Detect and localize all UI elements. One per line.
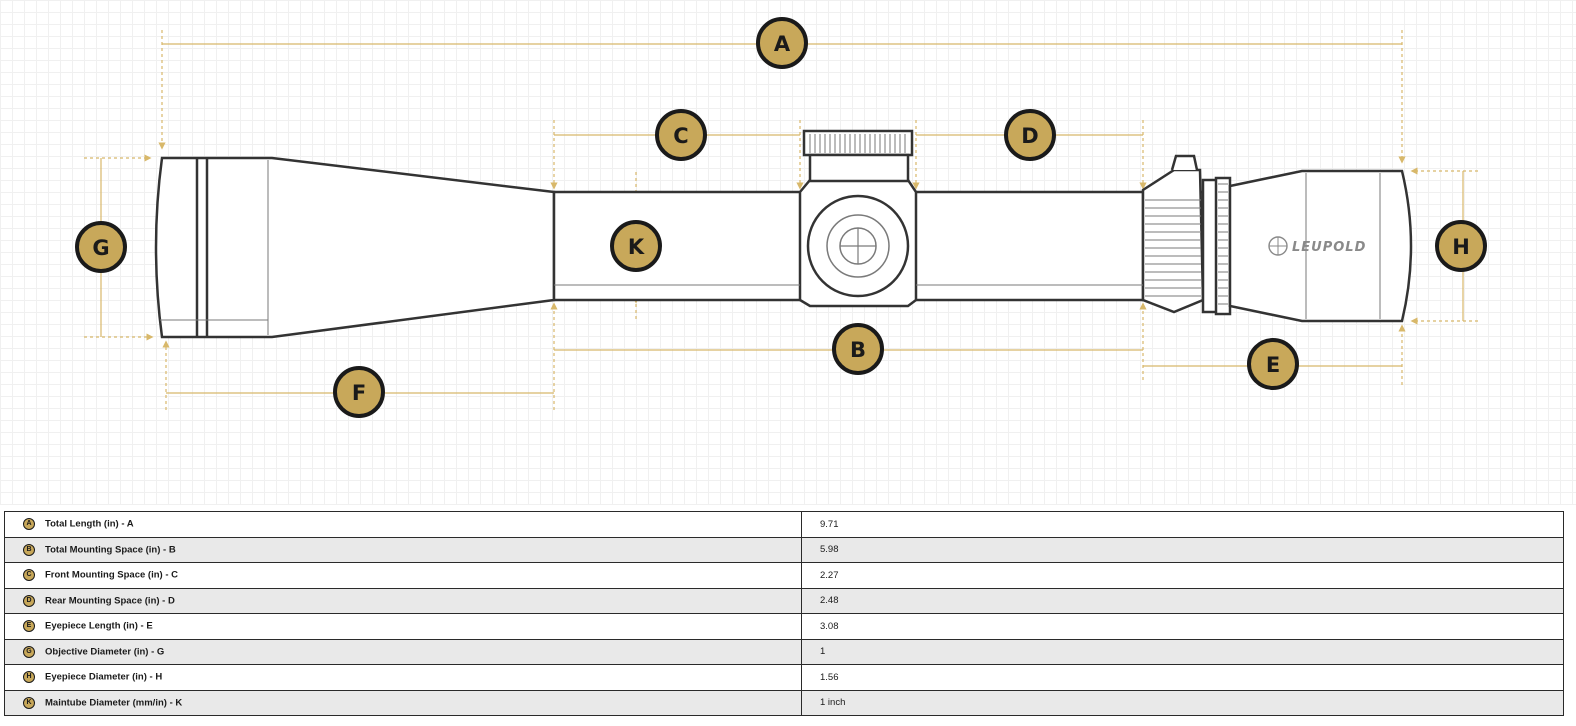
badge-b: B	[832, 323, 884, 375]
spec-label: Total Length (in) - A	[45, 518, 134, 530]
spec-value: 1 inch	[801, 689, 1564, 716]
dimension-lines	[84, 30, 1478, 410]
spec-value: 9.71	[801, 511, 1564, 538]
spec-value: 2.48	[801, 587, 1564, 614]
row-badge-icon: H	[23, 671, 35, 684]
badge-h-label: H	[1452, 235, 1470, 259]
spec-label: Eyepiece Diameter (in) - H	[45, 671, 163, 683]
spec-label: Rear Mounting Space (in) - D	[45, 595, 175, 607]
spec-label: Maintube Diameter (mm/in) - K	[45, 697, 183, 709]
spec-label-cell: K Maintube Diameter (mm/in) - K	[4, 689, 802, 716]
scope-dimension-diagram: LEUPOLD A C D G K H B E F	[0, 0, 1576, 505]
badge-g-label: G	[92, 236, 109, 260]
badge-b-label: B	[850, 338, 866, 362]
spec-label-cell: B Total Mounting Space (in) - B	[4, 536, 802, 563]
badge-a: A	[756, 17, 808, 69]
table-row: A Total Length (in) - A 9.71	[4, 511, 1564, 538]
spec-label-cell: A Total Length (in) - A	[4, 511, 802, 538]
table-row: E Eyepiece Length (in) - E 3.08	[4, 613, 1564, 640]
row-badge-icon: K	[23, 696, 35, 709]
spec-value: 1.56	[801, 664, 1564, 691]
badge-e: E	[1247, 338, 1299, 390]
badge-h: H	[1435, 220, 1487, 272]
dimension-badges: A C D G K H B E F	[75, 17, 1487, 418]
badge-e-label: E	[1266, 353, 1280, 377]
riflescope	[154, 129, 1413, 339]
row-badge-icon: C	[23, 569, 35, 582]
row-badge-icon: B	[23, 543, 35, 556]
spec-label-cell: H Eyepiece Diameter (in) - H	[4, 664, 802, 691]
table-row: D Rear Mounting Space (in) - D 2.48	[4, 587, 1564, 614]
badge-f: F	[333, 366, 385, 418]
badge-c-label: C	[673, 124, 688, 148]
spec-label: Eyepiece Length (in) - E	[45, 620, 153, 632]
table-row: B Total Mounting Space (in) - B 5.98	[4, 536, 1564, 563]
spec-value: 1	[801, 638, 1564, 665]
row-badge-icon: D	[23, 594, 35, 607]
badge-k: K	[610, 220, 662, 272]
badge-d-label: D	[1021, 124, 1038, 148]
spec-value: 3.08	[801, 613, 1564, 640]
badge-k-label: K	[628, 235, 645, 259]
spec-label-cell: E Eyepiece Length (in) - E	[4, 613, 802, 640]
spec-label-cell: G Objective Diameter (in) - G	[4, 638, 802, 665]
spec-label: Total Mounting Space (in) - B	[45, 544, 176, 556]
table-row: K Maintube Diameter (mm/in) - K 1 inch	[4, 689, 1564, 716]
badge-g: G	[75, 221, 127, 273]
row-badge-icon: G	[23, 645, 35, 658]
specs-table: A Total Length (in) - A 9.71 B Total Mount…	[4, 511, 1564, 716]
table-row: G Objective Diameter (in) - G 1	[4, 638, 1564, 665]
badge-c: C	[655, 109, 707, 161]
spec-value: 5.98	[801, 536, 1564, 563]
spec-label: Objective Diameter (in) - G	[45, 646, 165, 658]
brand-text: LEUPOLD	[1292, 240, 1366, 255]
row-badge-icon: A	[23, 518, 35, 531]
spec-value: 2.27	[801, 562, 1564, 589]
scope-drawing: LEUPOLD A C D G K H B E F	[75, 17, 1487, 418]
spec-label-cell: D Rear Mounting Space (in) - D	[4, 587, 802, 614]
badge-f-label: F	[352, 381, 366, 405]
row-badge-icon: E	[23, 620, 35, 633]
table-row: H Eyepiece Diameter (in) - H 1.56	[4, 664, 1564, 691]
spec-label: Front Mounting Space (in) - C	[45, 569, 178, 581]
leupold-logo: LEUPOLD	[1268, 236, 1366, 256]
side-turret	[806, 194, 910, 298]
spec-label-cell: C Front Mounting Space (in) - C	[4, 562, 802, 589]
badge-d: D	[1004, 109, 1056, 161]
table-row: C Front Mounting Space (in) - C 2.27	[4, 562, 1564, 589]
badge-a-label: A	[774, 32, 791, 56]
scope-details	[160, 134, 1381, 335]
